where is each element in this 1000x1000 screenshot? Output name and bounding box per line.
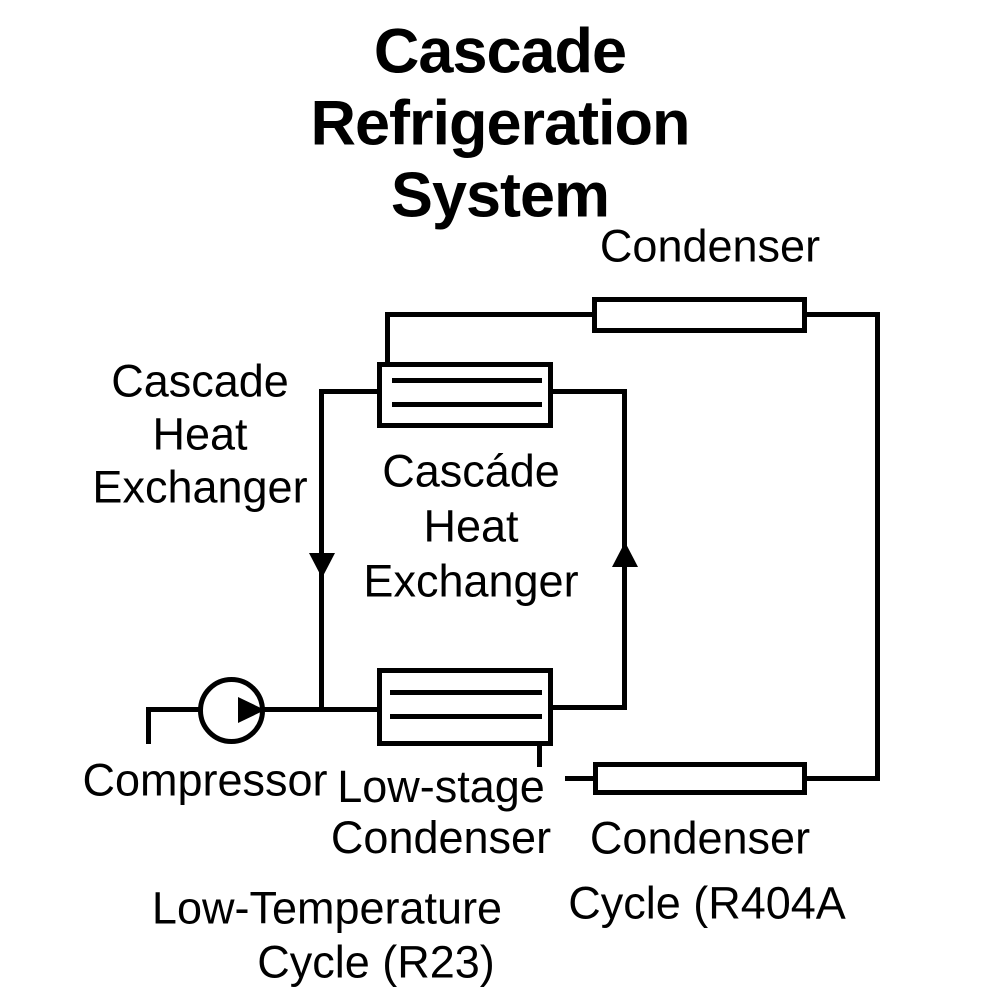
high-temperature-cycle-label: Cycle (R404A [568, 877, 846, 929]
condenser-bottom-box [593, 762, 807, 795]
pipe-right-rail [875, 312, 880, 781]
cascade-heat-exchanger-inner-label: Cascáde Heat Exchanger [363, 445, 579, 607]
low-stage-condenser-label: Low-stage Condenser [330, 761, 552, 863]
low-temperature-cycle-label-line1: Low-Temperature [151, 882, 503, 934]
page-title: Cascade Refrigeration System [310, 16, 690, 230]
pipe-left-rail [319, 389, 324, 712]
compressor-triangle-icon [238, 697, 265, 723]
cascade-heat-exchanger-outer-label: Cascade Heat Exchanger [92, 355, 308, 513]
hx-upper-inner-line-2 [392, 402, 542, 407]
pipe-upper-left-connector [322, 389, 380, 394]
low-temperature-cycle-label-line2: Cycle (R23) [257, 936, 495, 988]
low-stage-condenser-box [377, 668, 553, 746]
pipe-lowstage-drain-stub [537, 744, 542, 767]
condenser-top-label: Condenser [599, 220, 821, 272]
hx-lower-inner-line-1 [390, 690, 542, 695]
pipe-top-right [805, 312, 880, 317]
flow-arrow-up-icon [612, 542, 638, 567]
hx-lower-inner-line-2 [390, 714, 542, 719]
cascade-heat-exchanger-box [377, 362, 553, 428]
pipe-bottom-right [805, 776, 880, 781]
condenser-bottom-label: Condenser [589, 812, 811, 864]
pipe-hx-top-stub [385, 312, 390, 364]
condenser-top-box [592, 297, 807, 333]
pipe-top-left [387, 312, 594, 317]
pipe-bottom-left-stub [565, 776, 595, 781]
compressor-label: Compressor [82, 754, 328, 806]
pipe-upper-right-connector [551, 389, 627, 394]
flow-arrow-down-icon [309, 553, 335, 578]
pipe-lower-right-connector [551, 705, 627, 710]
pipe-suction-stub [146, 707, 151, 744]
hx-upper-inner-line-1 [392, 378, 542, 383]
